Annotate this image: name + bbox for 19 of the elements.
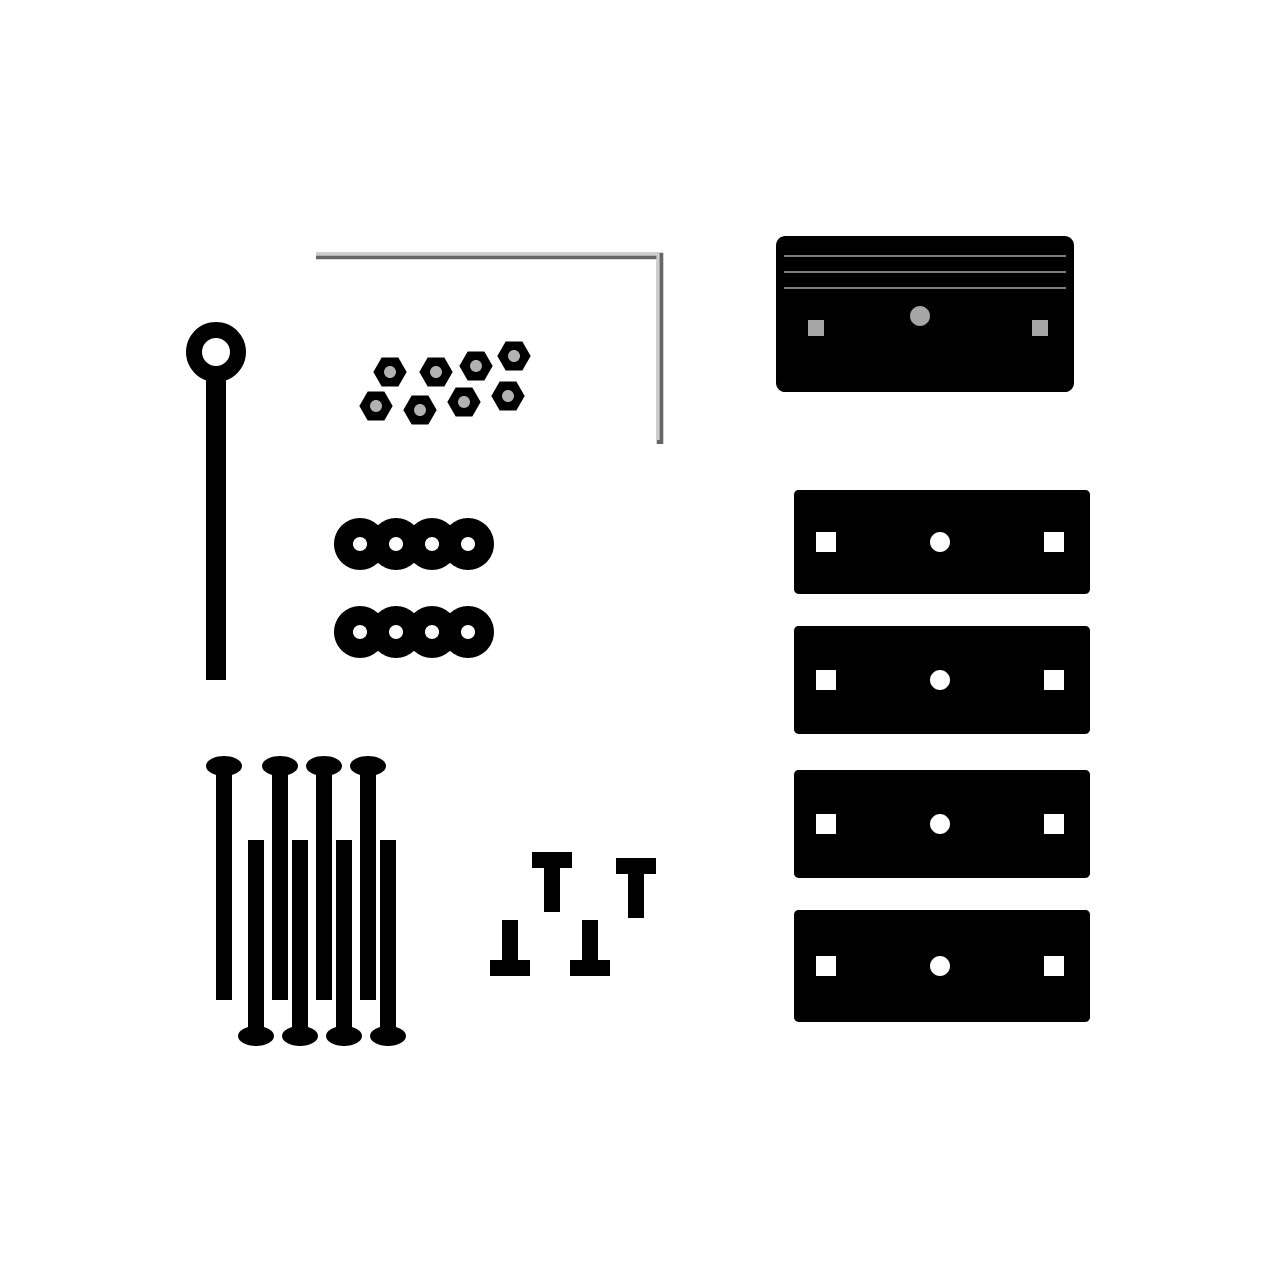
- bolt: [350, 756, 386, 1000]
- bolt: [326, 840, 362, 1046]
- bolt: [306, 756, 342, 1000]
- mounting-plate: [794, 770, 1090, 878]
- t-bolt: [616, 858, 656, 918]
- wrench-drawing: [186, 322, 246, 680]
- bolt: [206, 756, 242, 1000]
- bolt: [282, 840, 318, 1046]
- bolt: [370, 840, 406, 1046]
- t-bolt: [490, 920, 530, 976]
- allen-key-drawing: [316, 252, 664, 444]
- t-bolt: [570, 920, 610, 976]
- mounting-plate: [794, 490, 1090, 594]
- mounting-plate: [794, 626, 1090, 734]
- t-bolt: [532, 852, 572, 912]
- clamp-block-drawing: [776, 236, 1074, 392]
- bolt: [238, 840, 274, 1046]
- bolt: [262, 756, 298, 1000]
- mounting-plate: [794, 910, 1090, 1022]
